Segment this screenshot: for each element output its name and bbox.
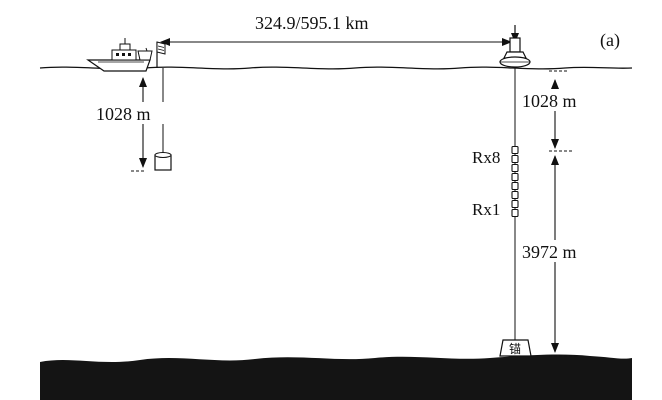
anchor-icon xyxy=(499,339,532,357)
ship-flag-icon xyxy=(156,41,166,68)
receiver-array xyxy=(511,145,519,218)
ship-icon xyxy=(86,38,153,72)
receiver-bottom-label: Rx1 xyxy=(472,200,500,219)
receiver-element xyxy=(511,172,519,182)
receiver-element xyxy=(511,208,519,218)
receiver-top-label: Rx8 xyxy=(472,148,500,167)
receiver-element xyxy=(511,190,519,200)
array-span-label: 3972 m xyxy=(522,242,577,262)
receiver-element xyxy=(511,199,519,209)
panel-label: (a) xyxy=(600,30,620,51)
receiver-element xyxy=(511,145,519,155)
buoy-icon xyxy=(499,25,531,68)
receiver-element xyxy=(511,163,519,173)
source-depth-label: 1028 m xyxy=(96,104,151,124)
acoustic-source-icon xyxy=(154,152,172,171)
receiver-element xyxy=(511,154,519,164)
receiver-element xyxy=(511,181,519,191)
array-top-depth-label: 1028 m xyxy=(522,91,577,111)
anchor-label: 锚 xyxy=(509,341,521,356)
distance-label: 324.9/595.1 km xyxy=(255,13,369,33)
seabed xyxy=(40,354,632,400)
